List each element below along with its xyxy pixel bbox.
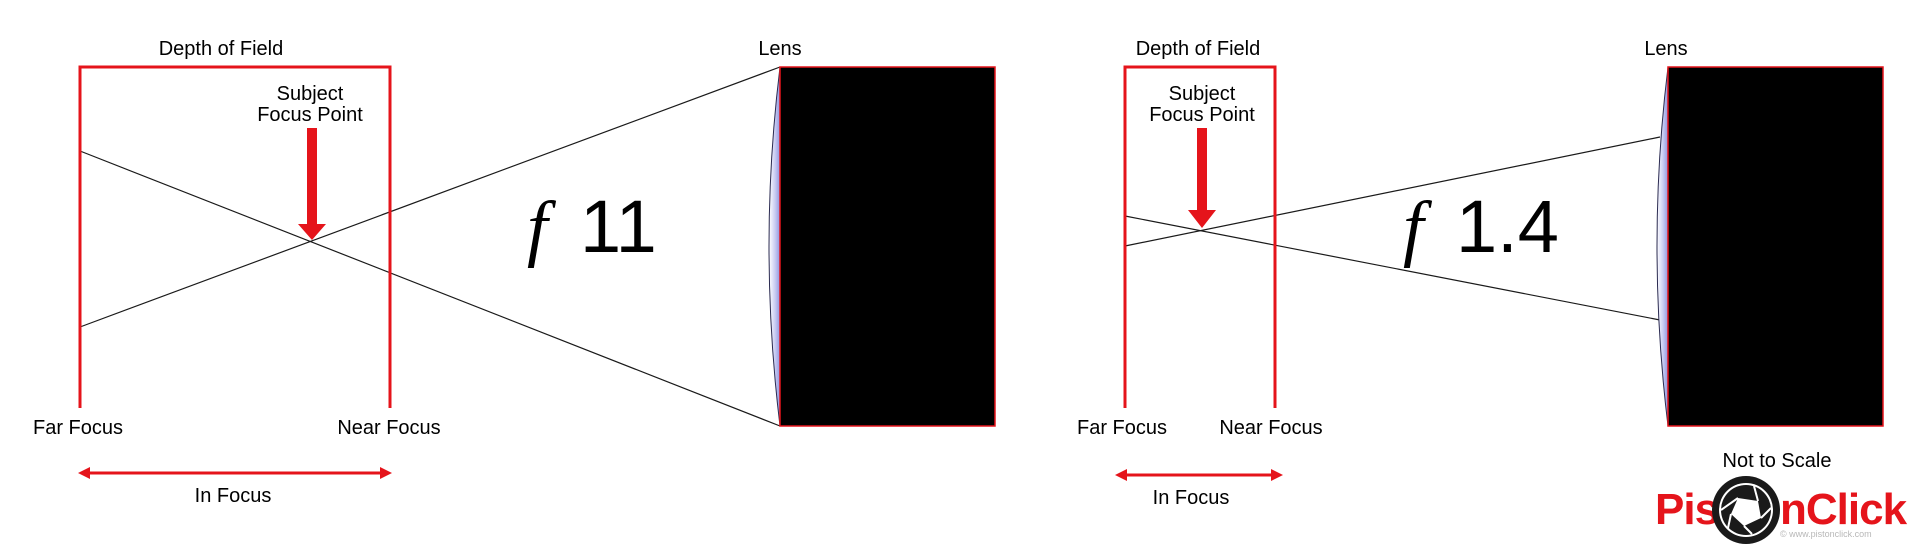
subject-label: Subject [277,83,344,105]
subject-label: Subject [1169,83,1236,105]
aperture-value: 1.4 [1456,185,1559,268]
aperture-symbol: f [1403,187,1433,269]
focus-point-label: Focus Point [1149,104,1255,126]
in-focus-arrow [78,467,392,479]
far-focus-label: Far Focus [1077,417,1167,439]
logo-tagline: © www.pistonclick.com [1780,529,1872,539]
lens-glass [1656,66,1669,427]
in-focus-arrow [1115,469,1283,481]
subject-focus-arrow [1188,128,1216,228]
ray-upper [79,66,781,328]
depth-of-field-bracket [1123,65,1277,408]
near-focus-label: Near Focus [1219,417,1322,439]
lens-label: Lens [758,38,801,60]
lens [1656,66,1884,427]
far-focus-label: Far Focus [33,417,123,439]
subject-focus-arrow [298,128,326,240]
diagram-f1-4: Depth of Field Subject Focus Point Lens … [1077,38,1884,509]
aperture-value: 11 [580,185,657,268]
lens-body [779,66,996,427]
ray-upper [1124,136,1661,247]
in-focus-label: In Focus [195,485,272,507]
depth-of-field-bracket [78,65,392,408]
aperture-shutter-icon [1712,476,1780,544]
focus-point-label: Focus Point [257,104,363,126]
ray-lower [1124,215,1661,321]
lens-label: Lens [1644,38,1687,60]
not-to-scale-note: Not to Scale [1723,450,1832,472]
in-focus-label: In Focus [1153,487,1230,509]
near-focus-label: Near Focus [337,417,440,439]
lens [768,66,996,427]
aperture-symbol: f [527,187,557,269]
depth-of-field-label: Depth of Field [159,38,284,60]
lens-body [1667,66,1884,427]
pistonclick-logo: Pist nClick © www.pistonclick.com [1655,476,1909,544]
diagram-f11: Depth of Field Subject Focus Point Lens … [33,38,996,507]
lens-glass [768,66,781,427]
ray-lower [79,150,781,427]
logo-text-right: nClick [1780,485,1908,534]
depth-of-field-label: Depth of Field [1136,38,1261,60]
